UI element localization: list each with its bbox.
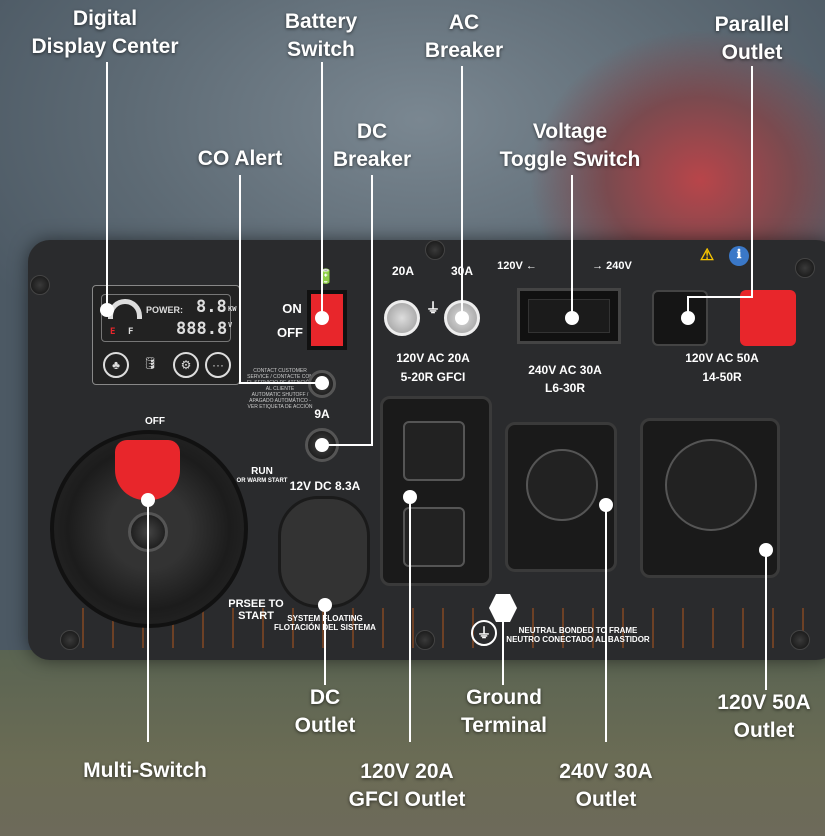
screw <box>795 258 815 278</box>
callout-line <box>147 500 149 742</box>
screw <box>60 630 80 650</box>
l6-30r-outlet[interactable] <box>505 422 617 572</box>
gfci-outlet[interactable] <box>380 396 492 586</box>
dc-outlet-rating: 12V DC 8.3A <box>289 479 361 493</box>
callout-dot <box>141 493 155 507</box>
knob-off-label: OFF <box>145 416 165 427</box>
screw <box>790 630 810 650</box>
kw-unit: KW <box>228 305 237 313</box>
callout-line <box>502 615 504 685</box>
callout-line <box>461 66 463 318</box>
manual-icon: ℹ <box>729 246 749 266</box>
knob-run-label: RUN <box>251 466 273 477</box>
parallel-outlet-left[interactable] <box>652 290 708 346</box>
callout-line <box>751 66 753 298</box>
callout-dot <box>565 311 579 325</box>
service-icon: ⚙ <box>173 352 199 378</box>
callout-line <box>605 505 607 742</box>
callout-line <box>765 550 767 690</box>
callout-line <box>371 175 373 445</box>
ground-symbol-icon: ⏚ <box>471 620 497 646</box>
callout-line <box>239 382 322 384</box>
dc-outlet-cover[interactable] <box>278 496 370 608</box>
breaker-icon: ⏚ <box>426 300 440 316</box>
voltage-readout: 888.8 <box>176 319 228 339</box>
callout-line <box>324 605 326 685</box>
gfci-rating-1: 120V AC 20A <box>396 351 470 365</box>
l630-rating-1: 240V AC 30A <box>528 363 602 377</box>
oil-icon: 🛢 <box>142 356 158 370</box>
lcd-screen: E F POWER: 8.8 KW 888.8 V <box>101 294 236 342</box>
battery-icon: 🔋 <box>317 268 335 284</box>
co-warning-text: CONTACT CUSTOMER SERVICE / CONTACTE CON … <box>247 368 313 410</box>
callout-line <box>106 62 108 310</box>
gfci-rating-2: 5-20R GFCI <box>400 370 466 384</box>
voltage-toggle-switch[interactable] <box>517 288 621 344</box>
volt-240-label: → 240V <box>592 260 632 272</box>
gfci-receptacle-bottom[interactable] <box>403 507 465 567</box>
knob-warm-start-label: OR WARM START <box>236 478 288 484</box>
r1450-rating-2: 14-50R <box>702 370 742 384</box>
callout-line <box>322 444 373 446</box>
overload-icon: ··· <box>205 352 231 378</box>
fuel-empty-label: E <box>110 327 116 337</box>
power-label: POWER: <box>146 305 183 315</box>
callout-dot <box>455 311 469 325</box>
breaker-20a-label: 20A <box>391 264 415 278</box>
fuel-full-label: F <box>128 327 134 337</box>
r1450-rating-1: 120V AC 50A <box>685 351 759 365</box>
background <box>0 650 825 836</box>
callout-line <box>409 497 411 742</box>
screw <box>425 240 445 260</box>
parallel-outlet-right[interactable] <box>740 290 796 346</box>
eco-mode-icon: ♣ <box>103 352 129 378</box>
gfci-receptacle-top[interactable] <box>403 421 465 481</box>
callout-dot <box>759 543 773 557</box>
callout-dot <box>315 311 329 325</box>
screw <box>415 630 435 650</box>
callout-dot <box>315 438 329 452</box>
callout-line <box>239 175 241 383</box>
volt-120-label: 120V ← <box>497 260 537 272</box>
callout-dot <box>681 311 695 325</box>
volt-unit: V <box>228 321 233 329</box>
dc-breaker-rating: 9A <box>314 407 330 421</box>
label-multi-switch: Multi-Switch <box>83 759 207 782</box>
callout-dot <box>100 303 114 317</box>
label-co-alert: CO Alert <box>197 147 283 170</box>
14-50r-socket[interactable] <box>665 439 757 531</box>
14-50r-outlet[interactable] <box>640 418 780 578</box>
warning-icon: ⚠ <box>699 247 715 264</box>
callout-dot <box>599 498 613 512</box>
callout-dot <box>403 490 417 504</box>
ac-breaker-20a[interactable] <box>384 300 420 336</box>
battery-off-label: OFF <box>277 325 303 340</box>
callout-line <box>321 62 323 318</box>
digital-display: E F POWER: 8.8 KW 888.8 V ♣ 🛢 ⚙ ··· <box>92 285 240 385</box>
callout-line <box>688 296 753 298</box>
callout-line <box>687 296 689 318</box>
callout-dot <box>318 598 332 612</box>
kw-readout: 8.8 <box>196 297 227 317</box>
multi-switch-grip[interactable] <box>115 440 180 500</box>
callout-line <box>571 175 573 318</box>
battery-on-label: ON <box>282 301 302 316</box>
l630-rating-2: L6-30R <box>544 381 586 395</box>
screw <box>30 275 50 295</box>
callout-dot <box>315 376 329 390</box>
twist-lock-socket[interactable] <box>526 449 598 521</box>
